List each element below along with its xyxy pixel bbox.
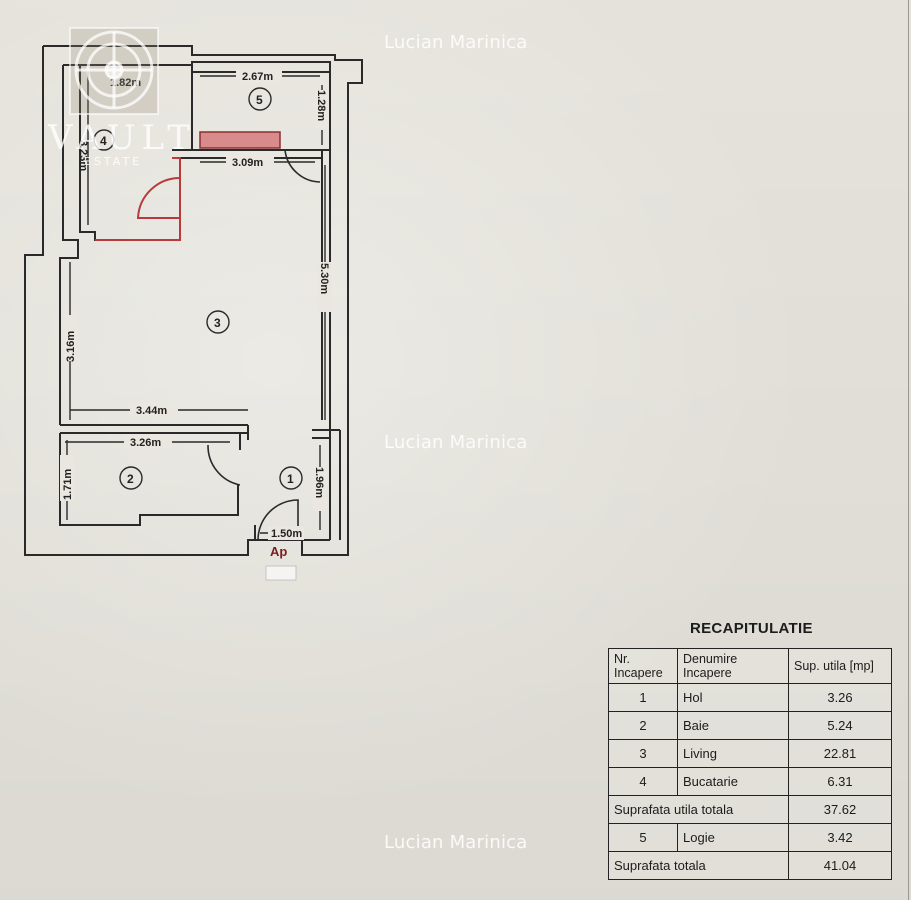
row-area: 3.42	[788, 823, 892, 852]
table-header-row: Nr. Incapere Denumire Incapere Sup. util…	[608, 648, 892, 684]
row-name: Baie	[677, 711, 789, 740]
total-value: 41.04	[788, 851, 892, 880]
room-4-circle	[93, 129, 115, 151]
logo-emblem-icon	[69, 27, 159, 115]
room-5-number: 5	[256, 93, 263, 107]
dim-living-width: 3.44m	[136, 405, 167, 417]
outer-wall	[24, 45, 363, 556]
room-5-circle	[248, 87, 272, 111]
dim-kitchen-width: 3.09m	[232, 157, 263, 169]
row-area: 3.26	[788, 683, 892, 712]
dim-bath-height: 1.71m	[62, 469, 74, 500]
room-1-number: 1	[287, 472, 294, 486]
entry-label: Ap	[270, 544, 287, 559]
kitchen-partition	[95, 157, 181, 241]
table-row: 1 Hol 3.26	[608, 683, 892, 712]
row-name: Living	[677, 739, 789, 768]
dim-kitchen-height: 3.23m	[77, 140, 89, 171]
dim-hall-height: 1.96m	[313, 467, 325, 498]
header-room-name: Denumire Incapere	[677, 648, 789, 684]
usable-total-label: Suprafata utila totala	[608, 795, 789, 824]
table-row: 5 Logie 3.42	[608, 823, 892, 852]
dim-living-right: 5.30m	[318, 263, 330, 294]
header-room-nr: Nr. Incapere	[608, 648, 678, 684]
kitchen-counter	[199, 131, 281, 149]
logo-wordmark: VAULT	[48, 118, 196, 158]
bathroom-wall	[59, 433, 239, 526]
row-nr: 2	[608, 711, 678, 740]
dim-living-left: 3.16m	[65, 331, 77, 362]
usable-total-row: Suprafata utila totala 37.62	[608, 795, 892, 824]
inner-wall-left	[59, 65, 79, 425]
row-area: 6.31	[788, 767, 892, 796]
dim-hall-width: 1.50m	[271, 528, 302, 540]
watermark-bottom: Lucian Marinica	[384, 832, 528, 853]
row-name: Bucatarie	[677, 767, 789, 796]
header-area: Sup. utila [mp]	[788, 648, 892, 684]
paper-edge	[908, 0, 909, 900]
total-label: Suprafata totala	[608, 851, 789, 880]
room-2-circle	[119, 466, 143, 490]
total-row: Suprafata totala 41.04	[608, 851, 892, 880]
row-name: Hol	[677, 683, 789, 712]
recap-table: Nr. Incapere Denumire Incapere Sup. util…	[608, 648, 892, 880]
room-3-number: 3	[214, 316, 221, 330]
room-3-circle	[206, 310, 230, 334]
row-nr: 3	[608, 739, 678, 768]
recap-title: RECAPITULATIE	[690, 620, 813, 637]
loggia-door-swing	[284, 149, 321, 183]
row-name: Logie	[677, 823, 789, 852]
row-nr: 5	[608, 823, 678, 852]
dim-loggia-width: 2.67m	[242, 71, 273, 83]
room-2-number: 2	[127, 472, 134, 486]
watermark-top: Lucian Marinica	[384, 32, 528, 53]
entry-marker	[265, 565, 297, 581]
row-area: 5.24	[788, 711, 892, 740]
table-row: 2 Baie 5.24	[608, 711, 892, 740]
row-nr: 1	[608, 683, 678, 712]
entry-door-swing	[257, 499, 299, 541]
row-area: 22.81	[788, 739, 892, 768]
kitchen-door-swing	[136, 176, 181, 219]
logo-subtitle: ESTATE	[84, 155, 143, 168]
room-4-number: 4	[100, 134, 107, 148]
row-nr: 4	[608, 767, 678, 796]
dim-loggia-height: 1.28m	[315, 90, 327, 121]
usable-total-value: 37.62	[788, 795, 892, 824]
table-row: 3 Living 22.81	[608, 739, 892, 768]
room-1-circle	[279, 466, 303, 490]
watermark-middle: Lucian Marinica	[384, 432, 528, 453]
dim-bath-width: 3.26m	[130, 437, 161, 449]
bath-door-swing	[207, 444, 241, 486]
table-row: 4 Bucatarie 6.31	[608, 767, 892, 796]
